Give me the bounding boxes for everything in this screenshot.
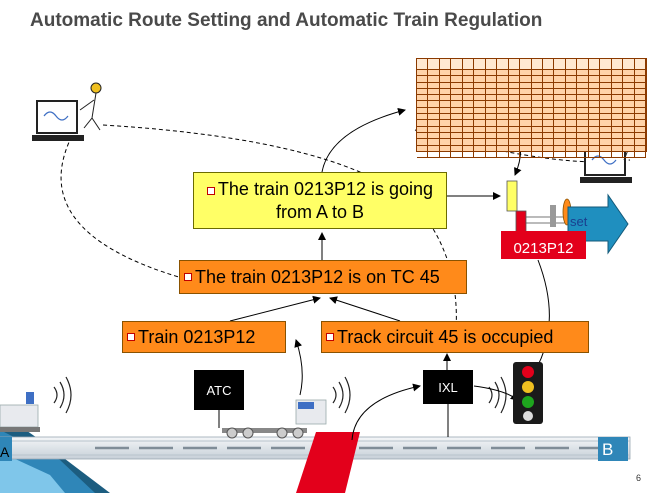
train-id-text: Train 0213P12: [138, 326, 256, 347]
train-bogie-icon: [222, 399, 327, 439]
endpoint-b-label: B: [602, 440, 614, 459]
atc-box: ATC: [194, 370, 244, 410]
track-circuit-text: Track circuit 45 is occupied: [337, 326, 554, 347]
dashed-link-left: [60, 129, 183, 279]
route-status-box: The train 0213P12 is going from A to B: [193, 172, 447, 229]
bullet-icon: [206, 187, 215, 195]
endpoint-b-block: [598, 437, 628, 461]
endpoint-a-block: [0, 437, 12, 461]
route-status-text: The train 0213P12 is going from A to B: [217, 179, 434, 222]
train-location-text: The train 0213P12 is on TC 45: [195, 266, 440, 287]
train-number-tag: 0213P12: [501, 231, 586, 259]
train-id-box: Train 0213P12: [122, 321, 286, 353]
bullet-icon: [184, 273, 192, 281]
bullet-icon: [326, 333, 334, 341]
slide-title: Automatic Route Setting and Automatic Tr…: [30, 10, 543, 31]
bullet-icon: [127, 333, 135, 341]
page-number: 6: [636, 473, 642, 483]
train-left: [0, 392, 40, 432]
traffic-light-icon: [513, 362, 543, 424]
endpoint-a-label: A: [0, 444, 10, 460]
train-location-box: The train 0213P12 is on TC 45: [179, 260, 467, 294]
timetable-grid: [416, 58, 647, 159]
set-label: set: [570, 214, 588, 229]
ixl-box: IXL: [423, 370, 473, 404]
occupied-track-section: [296, 432, 360, 493]
radio-antenna-icon: [53, 376, 507, 414]
track-circuit-box: Track circuit 45 is occupied: [321, 321, 589, 353]
